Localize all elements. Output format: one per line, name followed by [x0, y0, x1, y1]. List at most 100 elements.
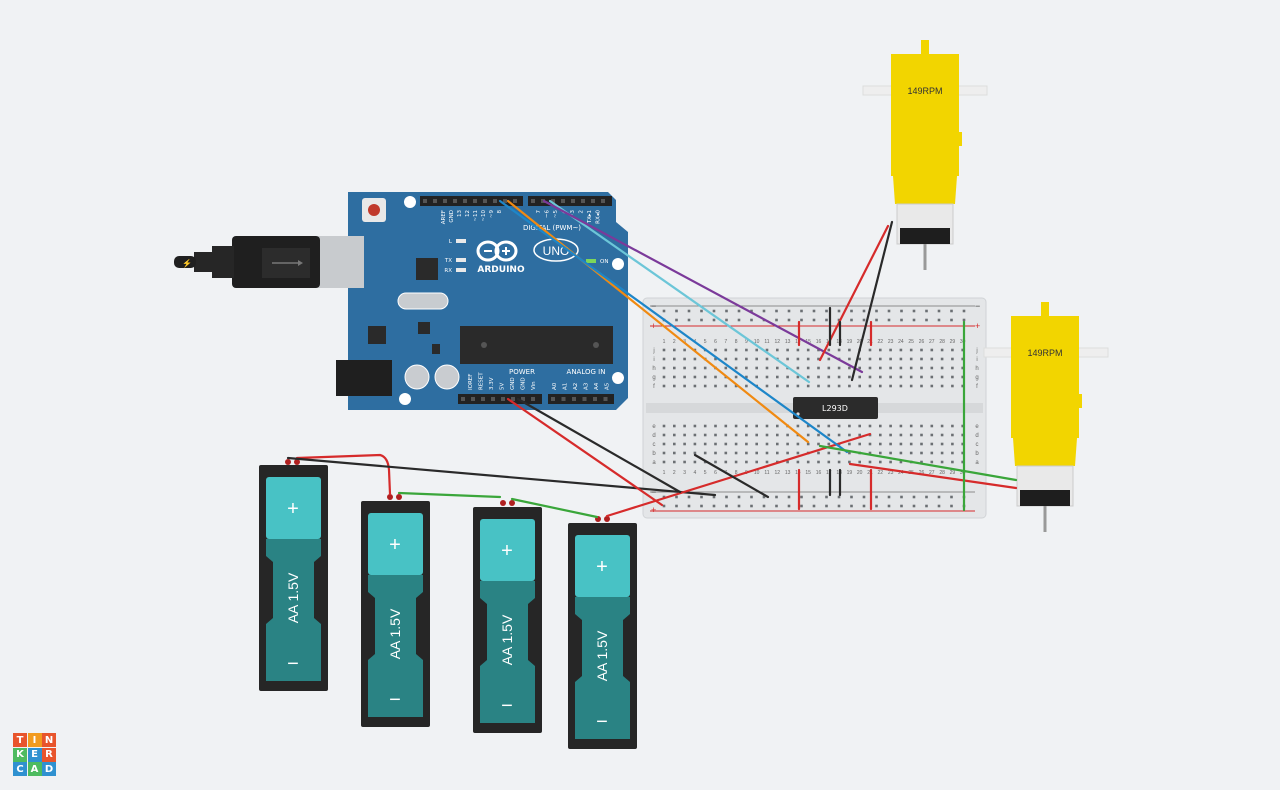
battery-1[interactable]: + − AA 1.5V	[259, 465, 328, 691]
wire-black-jumper[interactable]	[693, 453, 770, 499]
col-number: 12	[775, 470, 781, 476]
row-letter: a	[652, 460, 656, 466]
top-pin-label: ~9	[489, 210, 495, 219]
col-number: 22	[878, 470, 884, 476]
col-number: 9	[745, 339, 748, 345]
col-number: 13	[785, 339, 791, 345]
col-number: 6	[714, 339, 717, 345]
bottom-pin-label: A2	[573, 383, 579, 390]
col-number: 23	[888, 339, 894, 345]
rail-plus-label-right: +	[975, 321, 980, 331]
battery-2-minus: −	[389, 689, 401, 711]
row-letter: c	[976, 442, 979, 448]
top-pin-label: 13	[457, 210, 463, 217]
col-number: 20	[857, 339, 863, 345]
bottom-pin-label: A3	[584, 382, 590, 390]
col-number: 19	[847, 339, 853, 345]
top-pin-label: 12	[465, 210, 471, 217]
col-number: 11	[764, 339, 769, 345]
row-letter: j	[975, 348, 977, 354]
row-letter: f	[653, 384, 655, 390]
wire-orange-signal[interactable]	[506, 199, 810, 444]
top-pin-label: ~5	[553, 210, 559, 219]
row-letter: b	[975, 451, 979, 457]
bottom-pin-label: 3.3V	[489, 377, 495, 390]
logo-letter: C	[13, 762, 27, 776]
usb-port[interactable]	[318, 236, 364, 288]
dc-motor-1[interactable]: 149RPM	[862, 40, 988, 270]
wire-green-motor-2[interactable]	[818, 444, 1018, 482]
wire-green-battery-1[interactable]	[397, 491, 502, 499]
wire-red-motor-1[interactable]	[818, 224, 890, 362]
arduino-brand: ARDUINO	[477, 265, 525, 275]
top-pin-label: RX◂0	[596, 210, 602, 224]
col-number: 1	[663, 470, 666, 476]
col-number: 27	[929, 470, 935, 476]
power-jack[interactable]	[336, 360, 392, 396]
col-number: 24	[898, 339, 904, 345]
col-number: 8	[735, 339, 738, 345]
wires[interactable]	[286, 199, 1018, 519]
wire-black-gnd[interactable]	[516, 397, 682, 494]
bottom-pin-label: RESET	[479, 372, 485, 390]
battery-2[interactable]: + − AA 1.5V	[361, 501, 430, 727]
wire-red-5v[interactable]	[506, 397, 664, 507]
col-number: 10	[754, 470, 760, 476]
battery-4[interactable]: + − AA 1.5V	[568, 523, 637, 749]
row-letter: d	[975, 433, 978, 439]
row-letter: h	[652, 366, 655, 372]
col-number: 25	[908, 339, 914, 345]
col-number: 24	[898, 470, 904, 476]
col-number: 10	[754, 339, 760, 345]
wire-lightblue-signal[interactable]	[548, 199, 811, 384]
bottom-pin-label: GND	[510, 377, 516, 390]
top-pin-label: AREF	[441, 210, 447, 224]
tinkercad-logo: T I N K E R C A D	[13, 733, 56, 776]
wire-black-battery-gnd[interactable]	[286, 456, 717, 497]
rail-plus-label: +	[651, 321, 656, 331]
col-number: 12	[775, 339, 781, 345]
row-letter: e	[652, 424, 656, 430]
usb-icon	[262, 248, 310, 278]
rail-plus-label-bottom: +	[651, 505, 656, 515]
logo-letter: I	[27, 733, 42, 747]
battery-1-plus: +	[287, 498, 299, 520]
logo-letter: K	[13, 747, 27, 762]
battery-3-label: AA 1.5V	[499, 614, 515, 665]
logo-letter: D	[42, 762, 56, 776]
row-letter: a	[975, 460, 979, 466]
row-letter: i	[653, 357, 654, 363]
wire-red-battery[interactable]	[295, 453, 392, 496]
wire-black-motor-1[interactable]	[850, 220, 894, 382]
col-number: 1	[663, 339, 666, 345]
wire-red-motor-2[interactable]	[848, 462, 1018, 490]
power-label: POWER	[509, 368, 535, 376]
motor-2-label: 149RPM	[1027, 348, 1062, 358]
wire-purple-signal[interactable]	[542, 199, 864, 374]
col-number: 13	[785, 470, 791, 476]
battery-2-label: AA 1.5V	[387, 608, 403, 659]
logo-letter: N	[42, 733, 56, 747]
dc-motor-2[interactable]: 149RPM	[983, 302, 1109, 532]
usb-cable[interactable]: ⚡	[174, 236, 320, 288]
battery-4-plus: +	[596, 556, 608, 578]
battery-2-plus: +	[389, 534, 401, 556]
col-number: 19	[847, 470, 853, 476]
col-number: 30	[960, 339, 966, 345]
top-pin-label: 8	[497, 210, 503, 214]
battery-3-plus: +	[501, 540, 513, 562]
l293d-chip[interactable]: L293D	[793, 397, 878, 419]
col-number: 28	[939, 339, 945, 345]
battery-terminals	[285, 459, 610, 522]
col-number: 16	[816, 339, 822, 345]
col-number: 22	[878, 339, 884, 345]
col-number: 20	[857, 470, 863, 476]
top-pin-label: 7	[536, 210, 542, 214]
col-number: 6	[714, 470, 717, 476]
rail-minus-label-right: −	[975, 301, 980, 311]
battery-3[interactable]: + − AA 1.5V	[473, 507, 542, 733]
wire-green-battery-2[interactable]	[510, 497, 599, 519]
wire-blue-signal[interactable]	[498, 199, 849, 454]
